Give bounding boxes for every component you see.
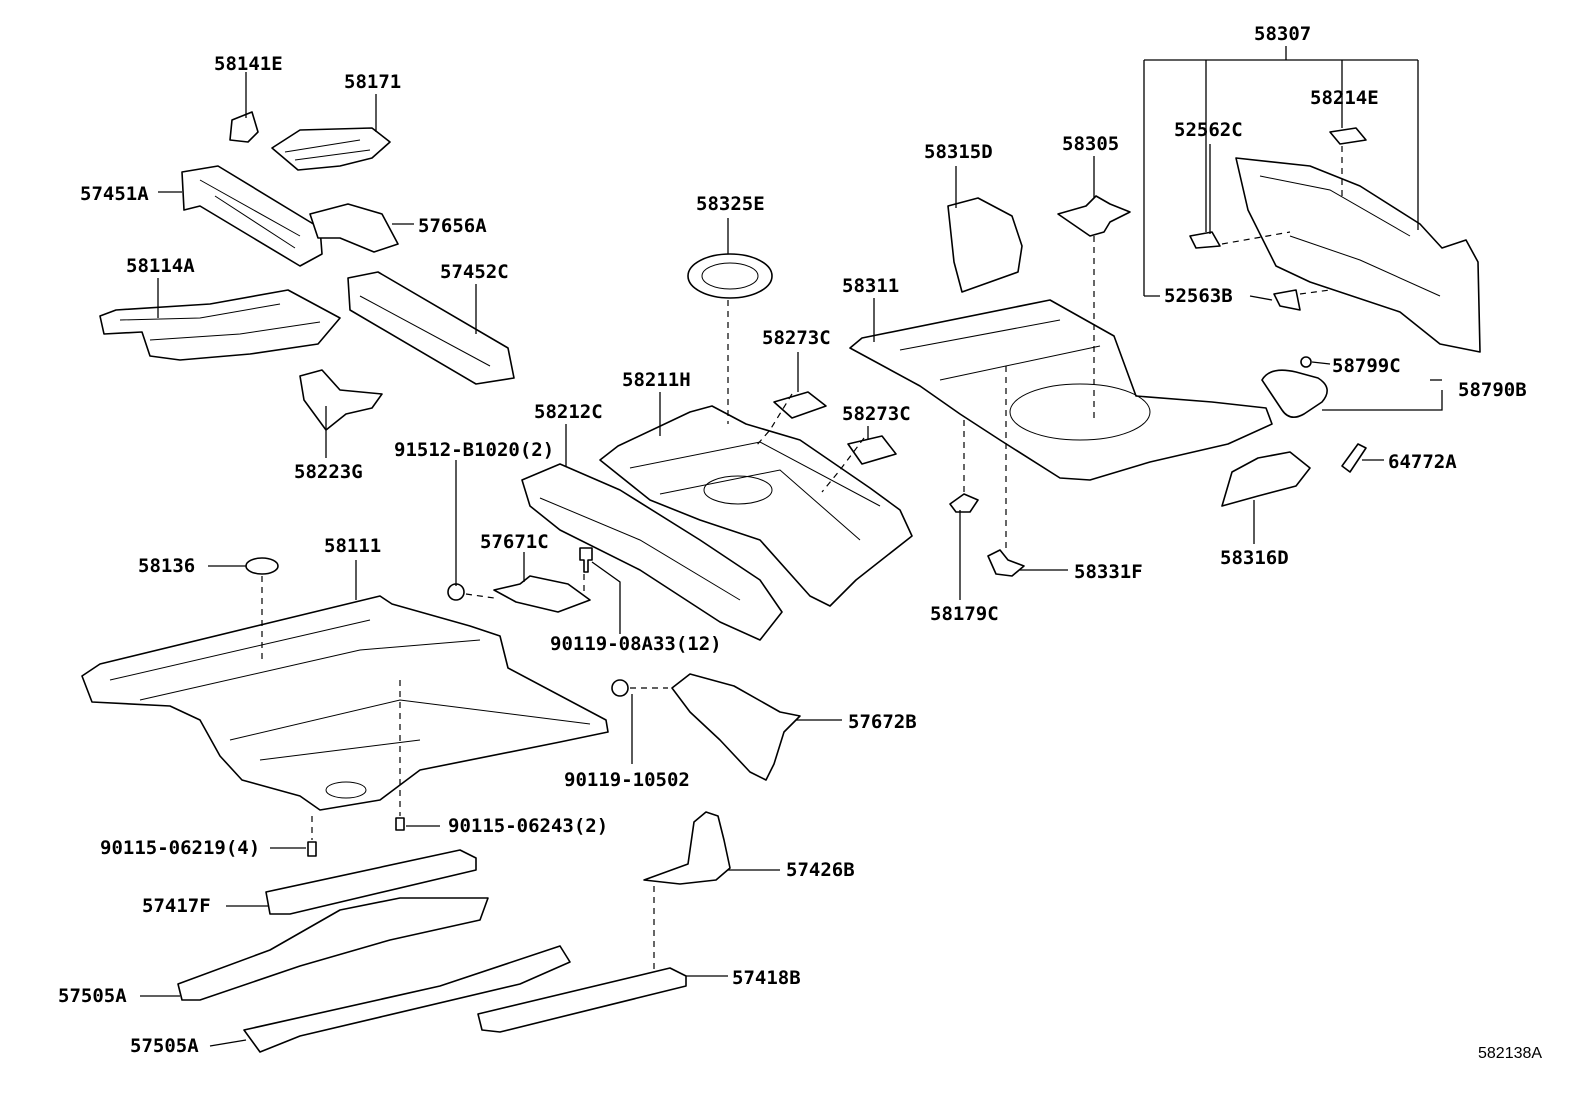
label-58307[interactable]: 58307 bbox=[1254, 23, 1311, 45]
label-90115-06243[interactable]: 90115-06243(2) bbox=[448, 815, 608, 837]
label-58305[interactable]: 58305 bbox=[1062, 133, 1119, 155]
part-90115-06243-screw[interactable] bbox=[395, 817, 405, 831]
part-52563B[interactable] bbox=[1273, 289, 1301, 311]
label-57426B[interactable]: 57426B bbox=[786, 859, 855, 881]
label-58136[interactable]: 58136 bbox=[138, 555, 195, 577]
label-90115-06219[interactable]: 90115-06219(4) bbox=[100, 837, 260, 859]
part-58273C-lower[interactable] bbox=[847, 435, 897, 465]
part-58311[interactable] bbox=[849, 299, 1273, 481]
label-58316D[interactable]: 58316D bbox=[1220, 547, 1289, 569]
part-57505A-upper[interactable] bbox=[177, 897, 489, 1001]
part-shapes bbox=[81, 111, 1481, 1053]
part-91512-B1020-bolt[interactable] bbox=[447, 583, 465, 601]
part-57417F[interactable] bbox=[265, 849, 477, 915]
label-57418B[interactable]: 57418B bbox=[732, 967, 801, 989]
part-57451A[interactable] bbox=[181, 165, 323, 267]
label-52563B[interactable]: 52563B bbox=[1164, 285, 1233, 307]
part-90119-08A33-bolt[interactable] bbox=[579, 547, 593, 573]
label-58179C[interactable]: 58179C bbox=[930, 603, 999, 625]
part-58307[interactable] bbox=[1235, 157, 1481, 353]
label-58799C[interactable]: 58799C bbox=[1332, 355, 1401, 377]
part-57452C[interactable] bbox=[347, 271, 515, 385]
label-58331F[interactable]: 58331F bbox=[1074, 561, 1143, 583]
label-57417F[interactable]: 57417F bbox=[142, 895, 211, 917]
label-58171[interactable]: 58171 bbox=[344, 71, 401, 93]
part-58212C[interactable] bbox=[521, 463, 783, 641]
part-90115-06219-screw[interactable] bbox=[307, 841, 317, 857]
part-58171[interactable] bbox=[271, 127, 391, 171]
label-57505A-lower[interactable]: 57505A bbox=[130, 1035, 199, 1057]
part-58111[interactable] bbox=[81, 595, 609, 811]
part-64772A[interactable] bbox=[1341, 443, 1367, 473]
dashed-alignment-lines bbox=[261, 146, 1343, 970]
label-58223G[interactable]: 58223G bbox=[294, 461, 363, 483]
part-58211H[interactable] bbox=[599, 405, 913, 607]
leader-lines bbox=[140, 46, 1443, 1047]
label-91512-B1020[interactable]: 91512-B1020(2) bbox=[394, 439, 554, 461]
label-90119-10502[interactable]: 90119-10502 bbox=[564, 769, 690, 791]
drawing-code: 582138A bbox=[1478, 1045, 1542, 1062]
label-58273C-upper[interactable]: 58273C bbox=[762, 327, 831, 349]
part-58179C[interactable] bbox=[949, 493, 979, 513]
label-90119-08A33[interactable]: 90119-08A33(12) bbox=[550, 633, 722, 655]
label-58325E[interactable]: 58325E bbox=[696, 193, 765, 215]
label-58212C[interactable]: 58212C bbox=[534, 401, 603, 423]
part-58315D[interactable] bbox=[947, 197, 1023, 293]
part-90119-10502-bolt[interactable] bbox=[611, 679, 629, 697]
label-58211H[interactable]: 58211H bbox=[622, 369, 691, 391]
part-57426B[interactable] bbox=[643, 811, 731, 885]
label-58214E[interactable]: 58214E bbox=[1310, 87, 1379, 109]
part-58316D[interactable] bbox=[1221, 451, 1311, 507]
label-57672B[interactable]: 57672B bbox=[848, 711, 917, 733]
part-57418B[interactable] bbox=[477, 967, 687, 1033]
part-57505A-lower[interactable] bbox=[243, 945, 571, 1053]
part-58114A[interactable] bbox=[99, 289, 341, 361]
part-57656A[interactable] bbox=[309, 203, 399, 253]
part-57672B[interactable] bbox=[671, 673, 801, 781]
part-58273C-upper[interactable] bbox=[773, 391, 827, 419]
part-58305[interactable] bbox=[1057, 195, 1131, 237]
part-58790B[interactable] bbox=[1261, 369, 1328, 418]
label-58311[interactable]: 58311 bbox=[842, 275, 899, 297]
label-57505A-upper[interactable]: 57505A bbox=[58, 985, 127, 1007]
label-57656A[interactable]: 57656A bbox=[418, 215, 487, 237]
part-58325E[interactable] bbox=[687, 253, 773, 299]
label-58111[interactable]: 58111 bbox=[324, 535, 381, 557]
label-58114A[interactable]: 58114A bbox=[126, 255, 195, 277]
label-57671C[interactable]: 57671C bbox=[480, 531, 549, 553]
label-57452C[interactable]: 57452C bbox=[440, 261, 509, 283]
part-labels: 58141E 58171 57451A 57656A 58114A 57452C… bbox=[58, 23, 1527, 1057]
label-58315D[interactable]: 58315D bbox=[924, 141, 993, 163]
label-57451A[interactable]: 57451A bbox=[80, 183, 149, 205]
part-58136[interactable] bbox=[245, 557, 279, 575]
part-58799C[interactable] bbox=[1300, 356, 1312, 368]
part-57671C[interactable] bbox=[493, 575, 591, 613]
part-58214E[interactable] bbox=[1329, 127, 1367, 145]
label-58790B[interactable]: 58790B bbox=[1458, 379, 1527, 401]
label-64772A[interactable]: 64772A bbox=[1388, 451, 1457, 473]
label-58141E[interactable]: 58141E bbox=[214, 53, 283, 75]
part-52562C[interactable] bbox=[1189, 231, 1221, 249]
label-52562C[interactable]: 52562C bbox=[1174, 119, 1243, 141]
label-58273C-lower[interactable]: 58273C bbox=[842, 403, 911, 425]
part-58331F[interactable] bbox=[987, 549, 1025, 577]
part-58141E[interactable] bbox=[229, 111, 259, 143]
part-58223G[interactable] bbox=[299, 369, 383, 431]
